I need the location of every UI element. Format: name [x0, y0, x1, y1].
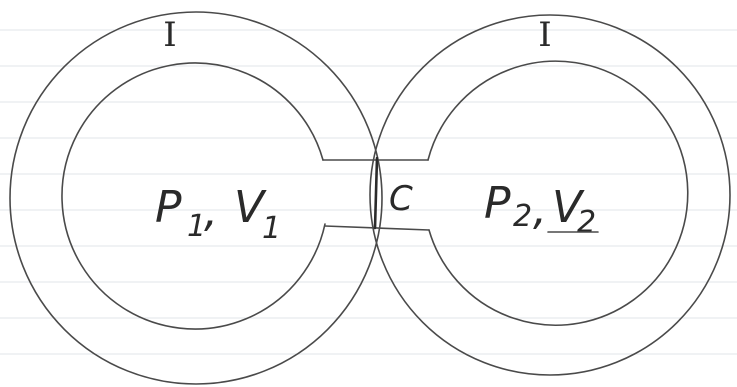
right-separator: , — [533, 184, 547, 235]
right-inner-wall — [427, 60, 689, 326]
left-outer-wall — [9, 11, 383, 385]
right-outer-wall — [369, 14, 731, 376]
right-volume-subscript: 2 — [577, 205, 596, 240]
left-inner-wall — [61, 62, 326, 330]
left-pressure-symbol: P — [155, 182, 182, 233]
connector-channel — [322, 156, 430, 231]
right-pressure-subscript: 2 — [513, 199, 532, 234]
right-pressure-symbol: P — [484, 178, 511, 229]
left-volume-symbol: V — [234, 182, 267, 233]
connector-label: C — [389, 179, 413, 219]
left-state-label: P 1 , V 1 — [155, 182, 281, 246]
right-shell-label: I — [538, 15, 551, 55]
left-pressure-subscript: 1 — [187, 209, 206, 244]
left-volume-subscript: 1 — [262, 211, 281, 246]
connector-valve-line — [373, 156, 379, 230]
right-state-label: P 2 , V 2 — [484, 178, 599, 240]
left-separator: , — [204, 186, 218, 237]
ruled-lines — [0, 29, 737, 355]
left-shell-label: I — [163, 15, 176, 55]
right-volume-symbol: V — [552, 182, 585, 233]
